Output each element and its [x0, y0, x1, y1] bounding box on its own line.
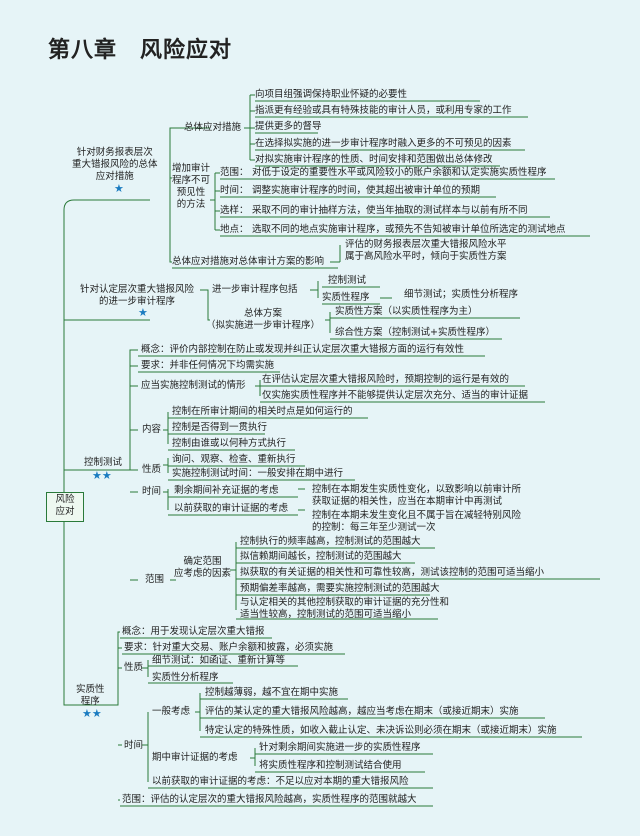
s4-g1: 控制越薄弱，越不宜在期中实施 — [205, 687, 339, 698]
s2-f1: 控制测试 — [328, 275, 367, 286]
s4-g3: 特定认定的特殊性质，如收入截止认定、未决诉讼则必须在期末（或接近期末）实施 — [205, 725, 557, 736]
s3-s5: 与认定相关的其他控制获取的审计证据的充分性和 适当性较高，控制测试的范围可适当缩… — [240, 597, 450, 620]
s1-o2: 指派更有经验或具有特殊技能的审计人员，或利用专家的工作 — [255, 105, 512, 116]
s3-c2: 控制是否得到一贯执行 — [172, 422, 268, 433]
s2-f2: 实质性程序 — [322, 292, 370, 303]
s1-u2k: 时间： — [220, 185, 249, 196]
s3-t1d: 控制在本期发生实质性变化，以致影响以前审计所 获取证据的相关性，应当在本期审计中… — [312, 484, 522, 507]
s4-time: 时间 — [124, 740, 144, 751]
s4-nature: 性质 — [124, 662, 144, 673]
s4-concept: 概念：用于发现认定层次重大错报 — [122, 626, 265, 637]
s4-mid: 期中审计证据的考虑 — [152, 752, 238, 763]
s1-o3: 提供更多的督导 — [255, 121, 322, 132]
s4-m2: 将实质性程序和控制测试结合使用 — [259, 760, 402, 771]
s1-u4k: 地点： — [220, 224, 249, 235]
s3-time: 时间 — [142, 486, 162, 497]
s4-prev: 以前获取的审计证据的考虑：不足以应对本期的重大错报风险 — [152, 776, 409, 787]
s1-o5: 对拟实施审计程序的性质、时间安排和范围做出总体修改 — [255, 154, 493, 165]
s2-f2d: 细节测试；实质性分析程序 — [404, 289, 519, 300]
s1-overall: 总体应对措施 — [184, 122, 242, 133]
s3-w1: 在评估认定层次重大错报风险时，预期控制的运行是有效的 — [262, 374, 510, 385]
s4-req: 要求：针对重大交易、账户余额和披露，必须实施 — [124, 642, 334, 653]
s4-head: 实质性 程序 — [76, 684, 105, 707]
s3-n1: 询问、观察、检查、重新执行 — [172, 454, 296, 465]
s4-scope: 范围：评估的认定层次的重大错报风险越高，实质性程序的范围就越大 — [122, 794, 417, 805]
s4-general: 一般考虑 — [152, 706, 191, 717]
s1-impact-result: 评估的财务报表层次重大错报风险水平 属于高风险水平时，倾向于实质性方案 — [345, 239, 507, 262]
s1-u1k: 范围： — [220, 167, 249, 178]
s3-scope: 范围 — [145, 574, 165, 585]
s3-c3: 控制由谁或以何种方式执行 — [172, 438, 287, 449]
s3-s3: 拟获取的有关证据的相关性和可靠性较高，测试该控制的范围可适当缩小 — [240, 567, 545, 578]
s3-s2: 拟信赖期间越长，控制测试的范围越大 — [240, 551, 402, 562]
s1-u3k: 选样： — [220, 205, 249, 216]
s3-s4: 预期偏差率越高，需要实施控制测试的范围越大 — [240, 583, 440, 594]
s3-t1: 剩余期间补充证据的考虑 — [174, 485, 279, 496]
s1-unpred: 增加审计 程序不可 预见性 的方法 — [172, 163, 211, 210]
s3-s1: 控制执行的频率越高，控制测试的范围越大 — [240, 536, 421, 547]
s4-n1: 细节测试：如函证、重新计算等 — [152, 655, 286, 666]
s1-u2: 调整实施审计程序的时间，使其超出被审计单位的预期 — [252, 185, 481, 196]
star-icon: ★★ — [92, 469, 112, 482]
s1-u3: 采取不同的审计抽样方法，使当年抽取的测试样本与以前有所不同 — [252, 205, 528, 216]
s3-when: 应当实施控制测试的情形 — [141, 380, 246, 391]
s1-o1: 向项目组强调保持职业怀疑的必要性 — [255, 89, 408, 100]
star-icon: ★ — [114, 182, 124, 195]
s1-u4: 选取不同的地点实施审计程序，或预先不告知被审计单位所选定的测试地点 — [252, 224, 566, 235]
root-node: 风险 应对 — [46, 492, 84, 522]
s2-head: 针对认定层次重大错报风险 的进一步审计程序 — [80, 284, 195, 307]
s3-t2d: 控制在本期未发生变化且不属于旨在减轻特别风险 的控制：每三年至少测试一次 — [312, 510, 522, 533]
s2-p2: 综合性方案（控制测试+实质性程序） — [335, 327, 495, 338]
s3-content: 内容 — [142, 424, 162, 435]
s2-further: 进一步审计程序包括 — [212, 284, 298, 295]
s3-req: 要求：并非任何情况下均需实施 — [141, 360, 275, 371]
s3-head: 控制测试 — [84, 457, 123, 468]
s3-nature: 性质 — [142, 464, 162, 475]
s3-t2: 以前获取的审计证据的考虑 — [174, 503, 289, 514]
page-title: 第八章 风险应对 — [48, 38, 233, 63]
s3-c1: 控制在所审计期间的相关时点是如何运行的 — [172, 406, 353, 417]
s4-g2: 评估的某认定的重大错报风险越高，越应当考虑在期末（或接近期末）实施 — [205, 706, 519, 717]
s2-plan: 总体方案 （拟实施进一步审计程序） — [206, 308, 321, 331]
s4-n2: 实质性分析程序 — [152, 672, 219, 683]
s3-w2: 仅实施实质性程序并不能够提供认定层次充分、适当的审计证据 — [262, 390, 529, 401]
s1-o4: 在选择拟实施的进一步审计程序时融入更多的不可预见的因素 — [255, 138, 512, 149]
s2-p1: 实质性方案（以实质性程序为主） — [335, 306, 478, 317]
s1-impact: 总体应对措施对总体审计方案的影响 — [172, 256, 325, 267]
star-icon: ★★ — [82, 707, 102, 720]
s3-concept: 概念：评价内部控制在防止或发现并纠正认定层次重大错报方面的运行有效性 — [141, 344, 465, 355]
s4-m1: 针对剩余期间实施进一步的实质性程序 — [259, 742, 421, 753]
s1-u1: 对低于设定的重要性水平或风险较小的账户余额和认定实施实质性程序 — [252, 167, 547, 178]
root-label: 风险 应对 — [55, 494, 75, 517]
s3-factors: 确定范围 应考虑的因素 — [174, 556, 232, 579]
star-icon: ★ — [138, 306, 148, 319]
s1-head: 针对财务报表层次 重大错报风险的总体 应对措施 — [72, 147, 158, 182]
s3-n2: 实施控制测试时间：一般安排在期中进行 — [172, 468, 344, 479]
